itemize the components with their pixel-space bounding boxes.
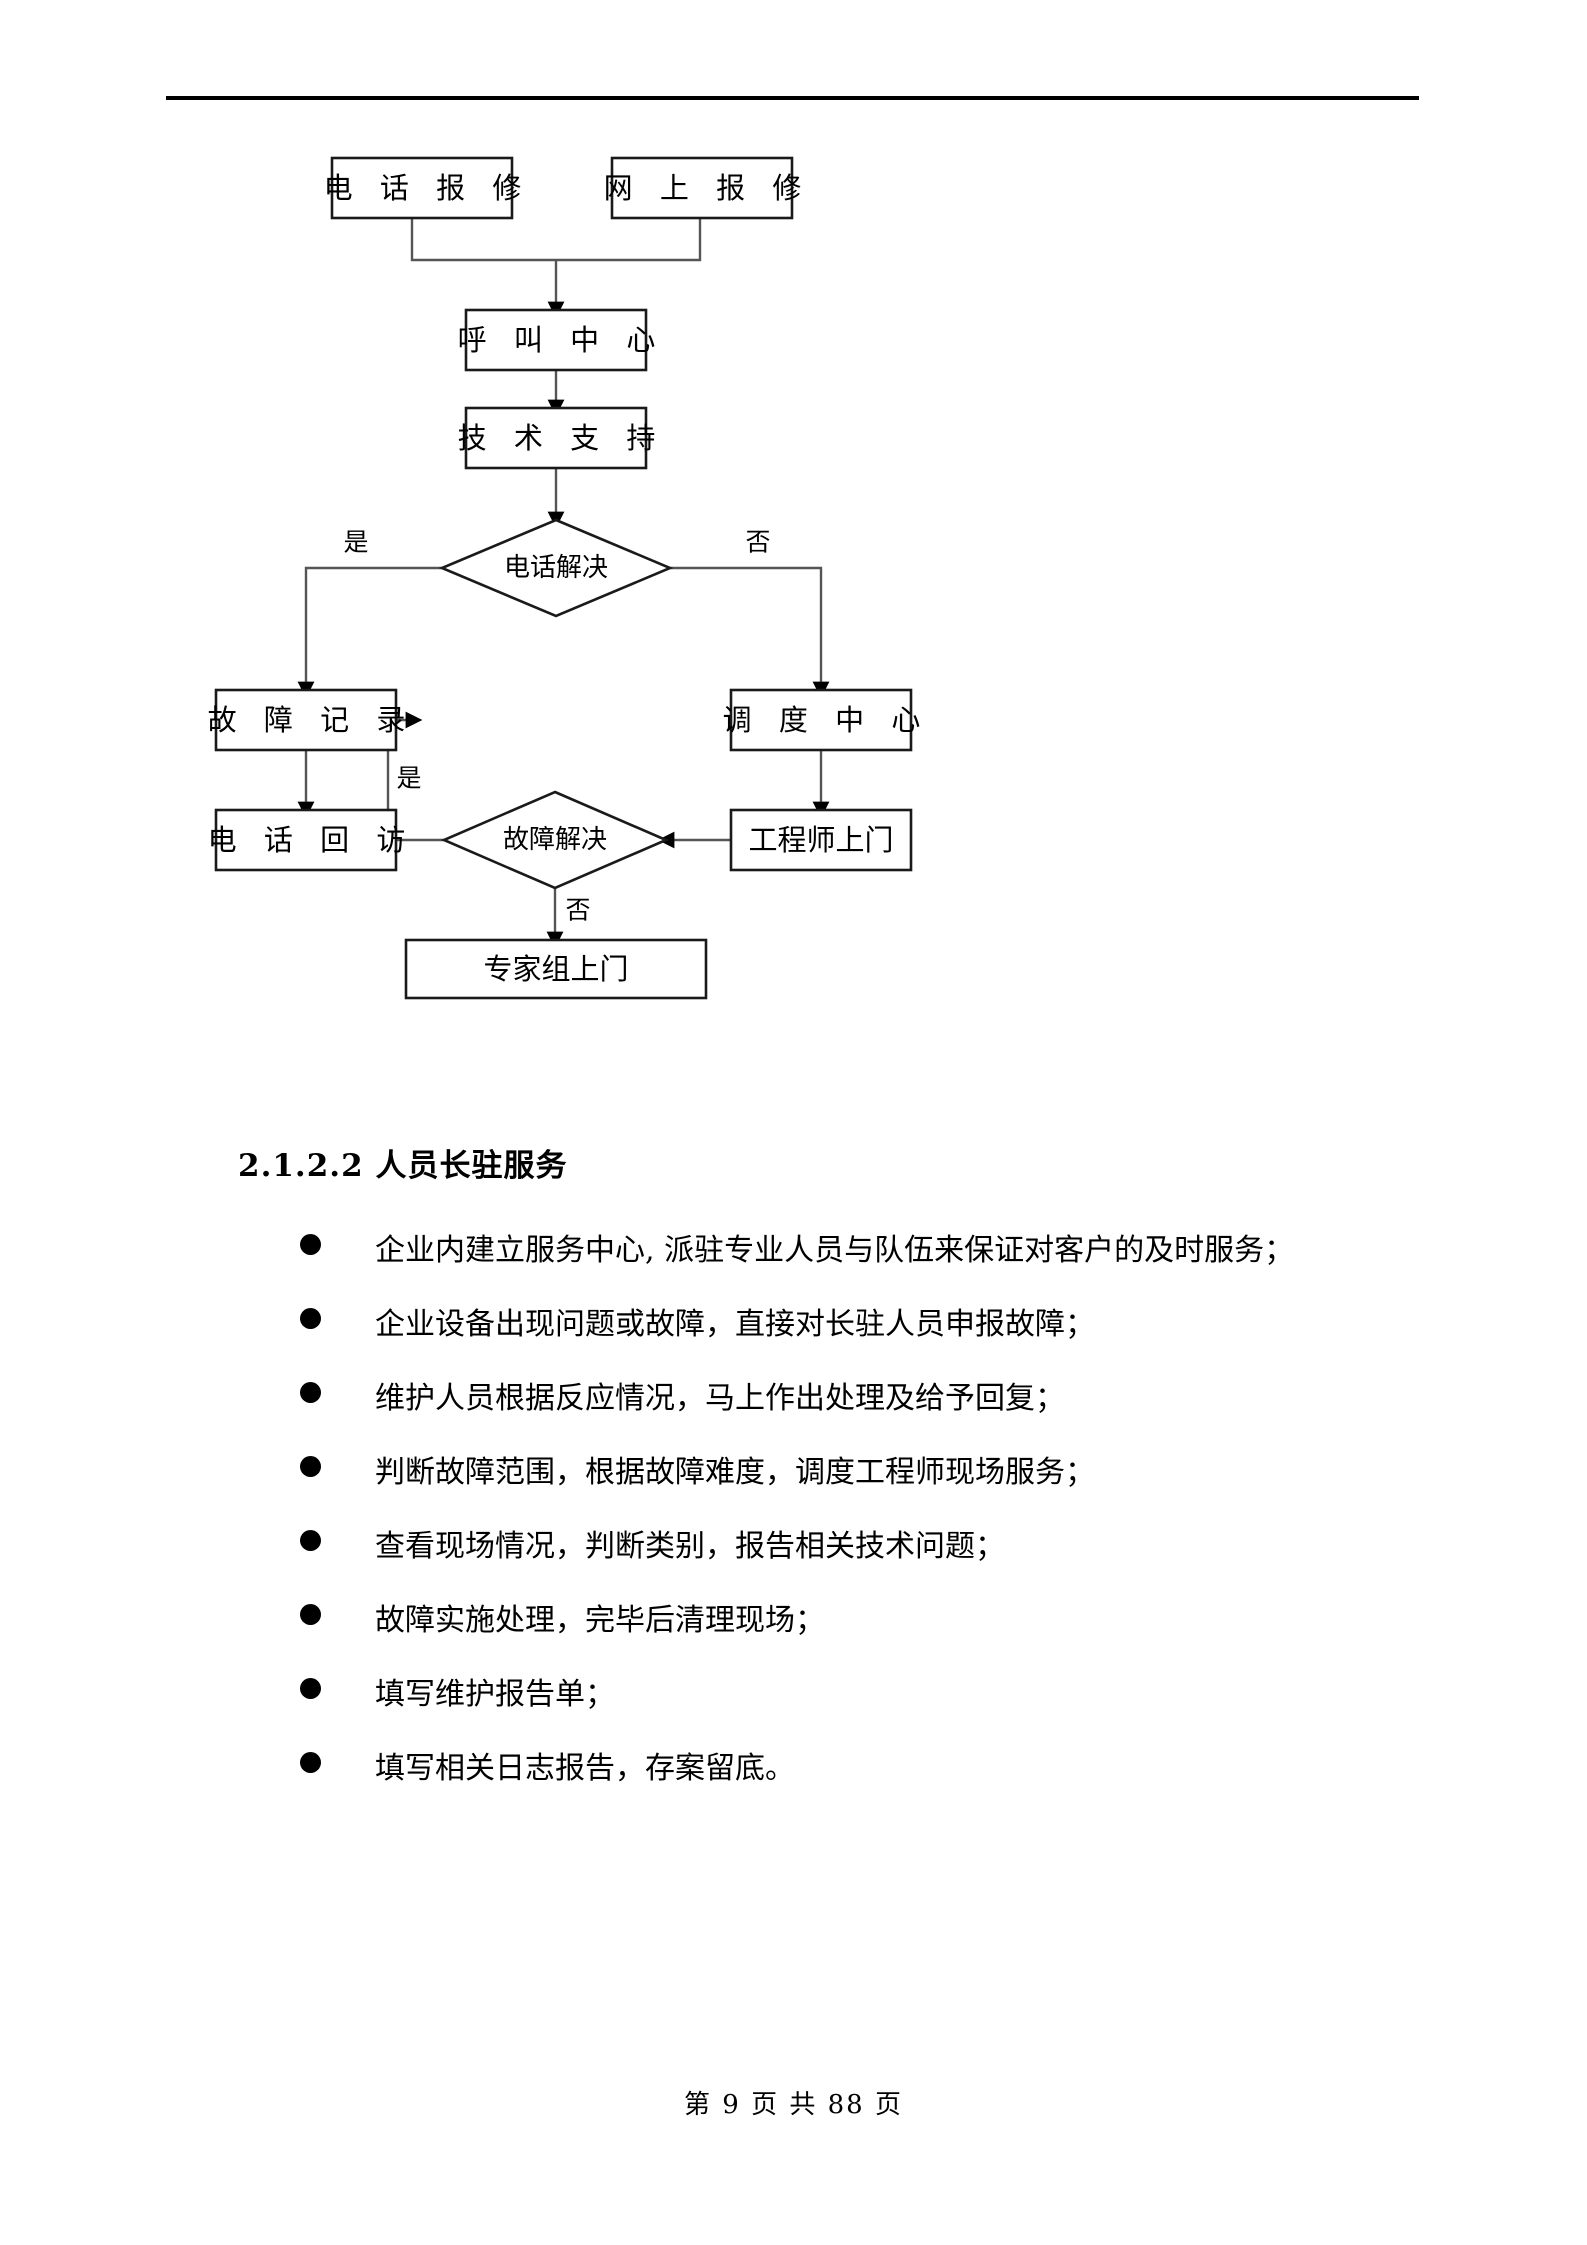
list-item: 维护人员根据反应情况，马上作出处理及给予回复；	[300, 1380, 1420, 1418]
list-item: 判断故障范围，根据故障难度，调度工程师现场服务；	[300, 1454, 1420, 1492]
list-item-text: 企业内建立服务中心, 派驻专业人员与队伍来保证对客户的及时服务；	[375, 1233, 1295, 1268]
flow-node-phone-resolve-decision: 电话解决	[438, 518, 674, 618]
connector-faultresolve-yes-to-faultrecord	[386, 711, 444, 842]
page-title: 2.1.2.2 人员长驻服务	[238, 1148, 568, 1184]
flow-node-dispatch-center-label: 调 度 中 心	[723, 703, 930, 737]
bullet-icon	[300, 1530, 321, 1551]
list-item: 填写相关日志报告，存案留底。	[300, 1750, 1420, 1788]
list-item-text: 维护人员根据反应情况，马上作出处理及给予回复；	[375, 1381, 1065, 1416]
service-feature-bullet-list: 企业内建立服务中心, 派驻专业人员与队伍来保证对客户的及时服务； 企业设备出现问…	[300, 1232, 1420, 1824]
list-item-text: 故障实施处理，完毕后清理现场；	[375, 1603, 825, 1638]
list-item: 故障实施处理，完毕后清理现场；	[300, 1602, 1420, 1640]
flow-node-phone-followup: 电 话 回 访	[208, 808, 415, 872]
flow-node-fault-resolve-decision: 故障解决	[440, 790, 670, 890]
bullet-icon	[300, 1234, 321, 1255]
flow-node-phone-report: 电 话 报 修	[324, 156, 531, 220]
flow-node-call-center: 呼 叫 中 心	[458, 308, 665, 372]
list-item-text: 填写维护报告单；	[375, 1677, 615, 1712]
list-item-text: 查看现场情况，判断类别，报告相关技术问题；	[375, 1529, 1005, 1564]
flow-node-phone-report-label: 电 话 报 修	[324, 171, 531, 205]
list-item-text: 填写相关日志报告，存案留底。	[375, 1751, 795, 1786]
branch-label-phone-resolve-no: 否	[745, 528, 770, 557]
branch-label-fault-resolve-no: 否	[565, 896, 590, 925]
flow-node-call-center-label: 呼 叫 中 心	[458, 323, 665, 357]
connector-phoneresolve-yes-to-faultrecord	[297, 566, 442, 699]
branch-label-phone-resolve-yes: 是	[343, 528, 368, 557]
page-number-footer: 第 9 页 共 88 页	[684, 2090, 903, 2120]
bullet-icon	[300, 1678, 321, 1699]
connector-online-to-callcenter	[556, 218, 702, 262]
bullet-icon	[300, 1382, 321, 1403]
bullet-icon	[300, 1752, 321, 1773]
service-process-flowchart: 电 话 报 修 网 上 报 修 呼 叫 中 心 技 术 支 持 电话解决	[166, 120, 1419, 1120]
flow-node-tech-support-label: 技 术 支 持	[458, 421, 665, 455]
list-item: 企业内建立服务中心, 派驻专业人员与队伍来保证对客户的及时服务；	[300, 1232, 1420, 1270]
branch-label-fault-resolve-yes: 是	[396, 764, 421, 793]
flow-node-phone-followup-label: 电 话 回 访	[208, 823, 415, 857]
flow-node-fault-resolve-label: 故障解决	[503, 825, 607, 855]
flow-node-expert-onsite-label: 专家组上门	[483, 952, 628, 986]
connector-phone-to-callcenter	[410, 218, 556, 262]
list-item-text: 企业设备出现问题或故障，直接对长驻人员申报故障；	[375, 1307, 1095, 1342]
header-horizontal-rule	[166, 96, 1419, 100]
flow-node-phone-resolve-label: 电话解决	[504, 553, 608, 583]
list-item-text: 判断故障范围，根据故障难度，调度工程师现场服务；	[375, 1455, 1095, 1490]
list-item: 查看现场情况，判断类别，报告相关技术问题；	[300, 1528, 1420, 1566]
connector-phoneresolve-no-to-dispatch	[670, 566, 830, 699]
bullet-icon	[300, 1308, 321, 1329]
bullet-icon	[300, 1456, 321, 1477]
flow-node-tech-support: 技 术 支 持	[458, 406, 665, 470]
flow-node-expert-onsite: 专家组上门	[404, 938, 708, 1000]
flow-node-fault-record-label: 故 障 记 录	[208, 703, 415, 737]
bullet-icon	[300, 1604, 321, 1625]
flow-node-online-report: 网 上 报 修	[604, 156, 811, 220]
list-item: 企业设备出现问题或故障，直接对长驻人员申报故障；	[300, 1306, 1420, 1344]
flow-node-fault-record: 故 障 记 录	[208, 688, 415, 752]
list-item: 填写维护报告单；	[300, 1676, 1420, 1714]
flow-node-online-report-label: 网 上 报 修	[604, 171, 811, 205]
flow-node-engineer-onsite-label: 工程师上门	[748, 823, 893, 857]
flow-node-engineer-onsite: 工程师上门	[729, 808, 913, 872]
flow-node-dispatch-center: 调 度 中 心	[723, 688, 930, 752]
